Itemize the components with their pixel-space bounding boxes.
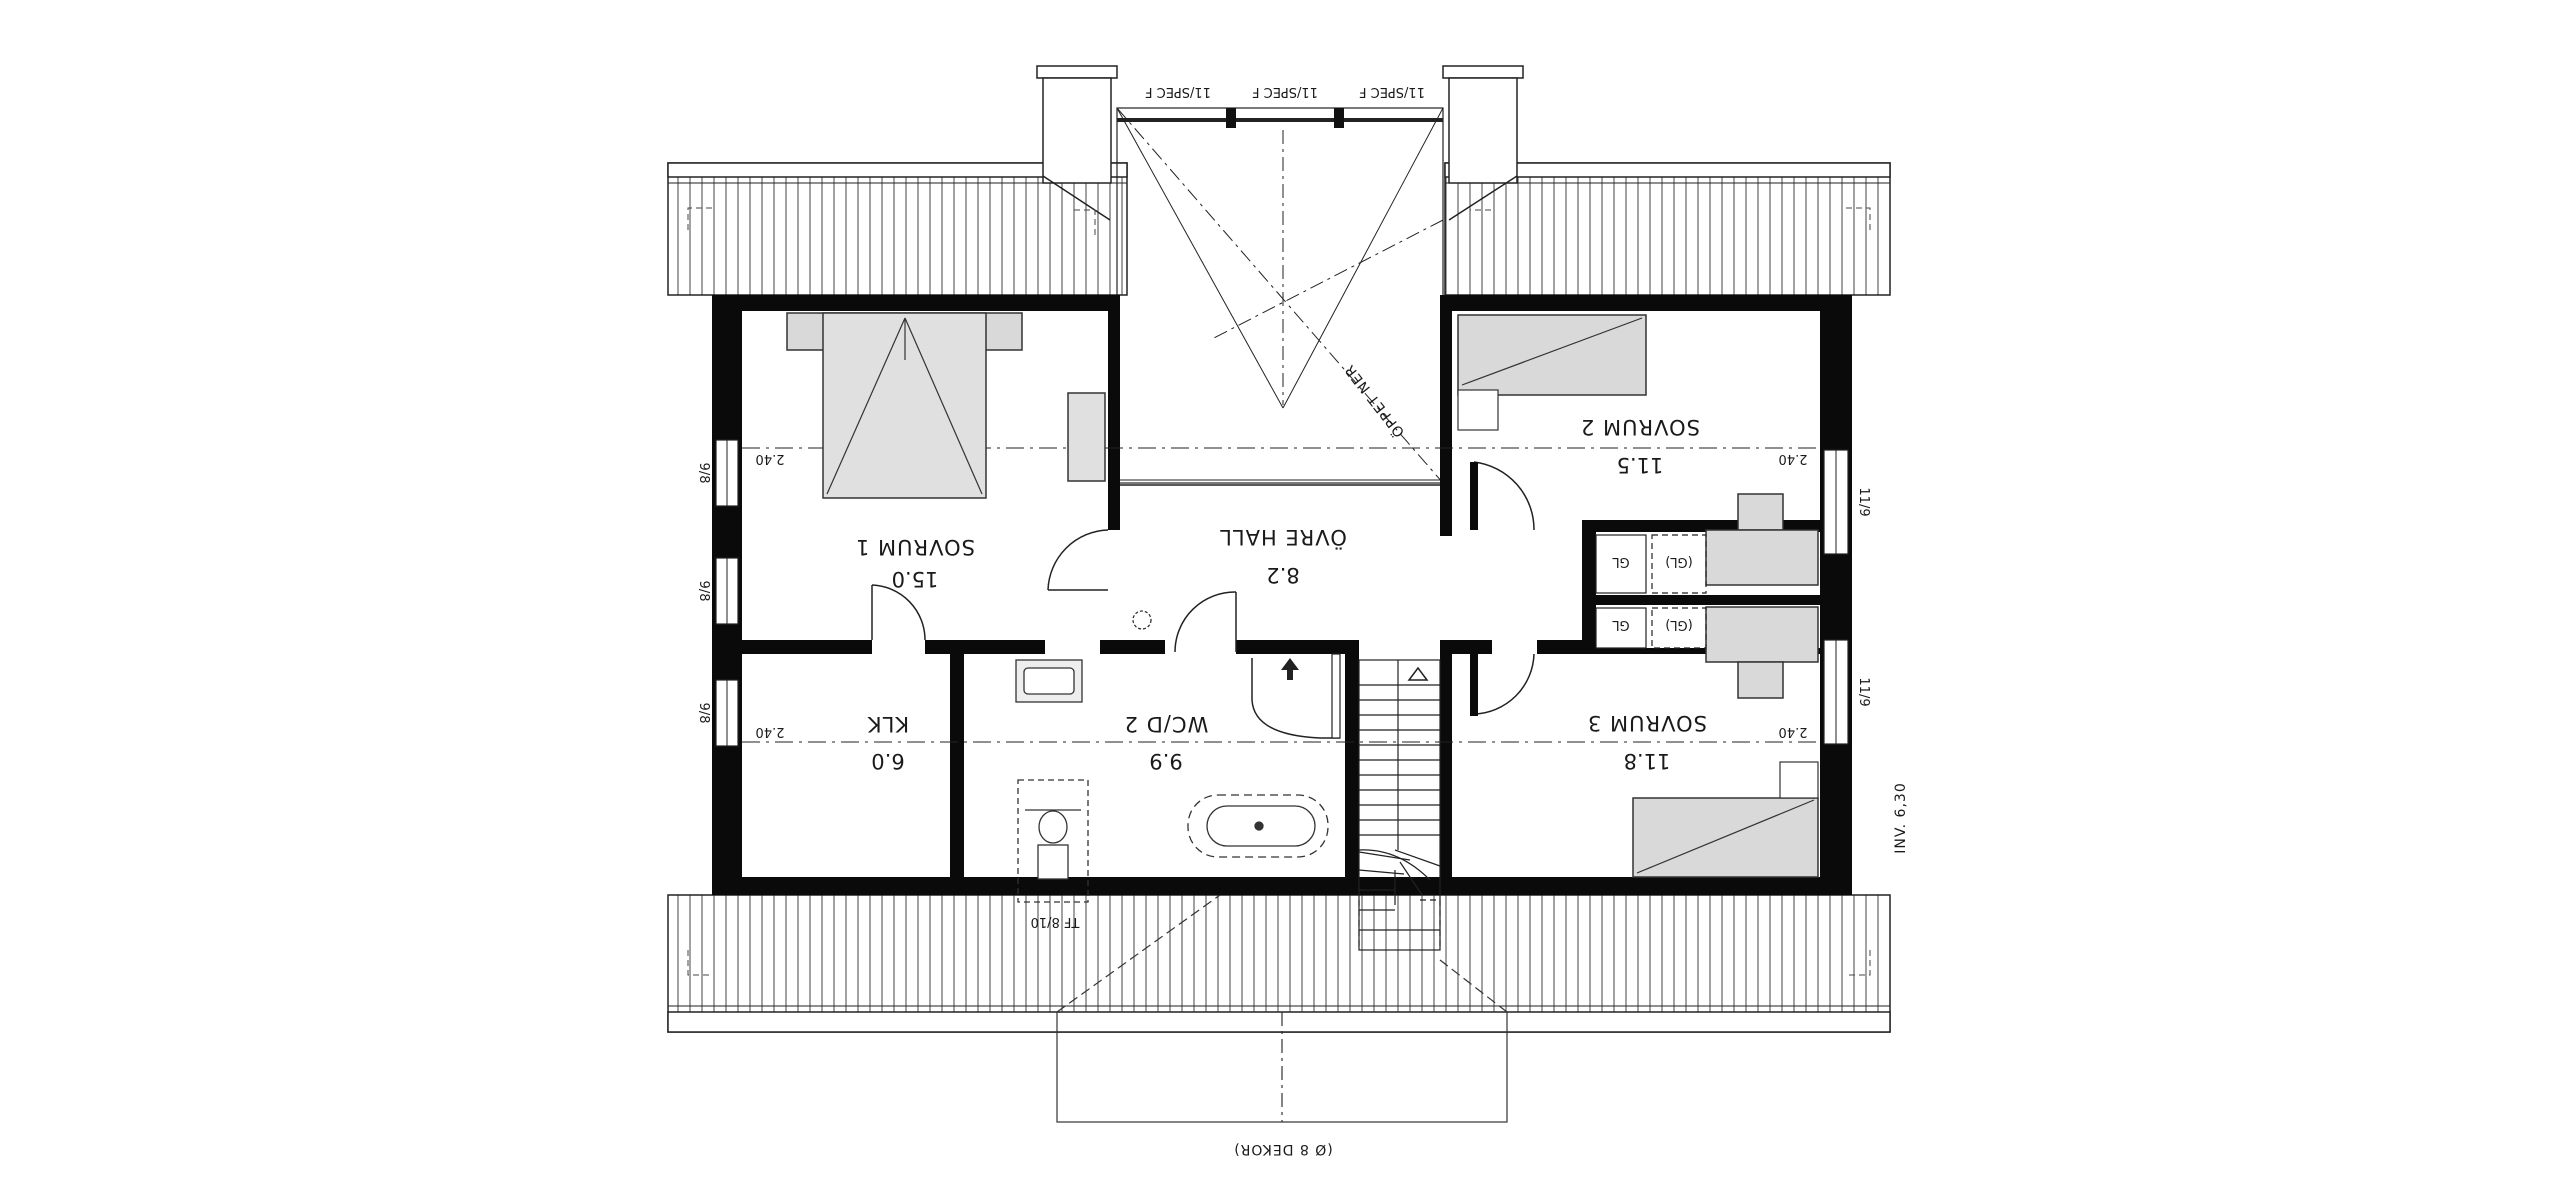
height-label-4: 2.40: [1779, 724, 1808, 739]
sink: [1015, 659, 1083, 703]
room-area-klk: 6.0: [871, 749, 904, 773]
note-inv: INV. 6,30: [1893, 782, 1909, 853]
nightstand-sovrum1: [1067, 392, 1106, 482]
room-name-sovrum3: SOVRUM 3: [1587, 711, 1707, 735]
bed-sovrum3: [1632, 761, 1819, 878]
roof-top-left: [667, 162, 1128, 296]
height-label-2: 2.40: [1779, 451, 1808, 466]
room-area-sovrum1: 15.0: [892, 567, 939, 591]
window-label-top-1: 11/SPEC F: [1145, 84, 1211, 99]
dormer-left-post: [1036, 65, 1118, 221]
bed-sovrum2: [1457, 314, 1647, 431]
note-decor: (Ø 8 DEKOR): [1233, 1141, 1333, 1157]
roof-corner-marks: [687, 207, 1871, 976]
room-name-sovrum1: SOVRUM 1: [855, 535, 975, 559]
room-name-wcd2: WC/D 2: [1124, 712, 1209, 736]
room-name-sovrum2: SOVRUM 2: [1580, 415, 1700, 439]
height-label-1: 2.40: [756, 451, 785, 466]
doors: [871, 461, 1535, 715]
decor-outline: [1056, 894, 1508, 1123]
staircase: [1358, 659, 1441, 951]
window-label-left-3: 9/8: [696, 703, 711, 724]
roof-bottom: [667, 894, 1891, 1033]
dormer-right-post: [1442, 65, 1524, 221]
room-area-sovrum3: 11.8: [1624, 749, 1671, 773]
window-label-left-2: 9/8: [696, 581, 711, 602]
window-label-top-3: 11/SPEC F: [1359, 84, 1425, 99]
toilet: [1017, 779, 1089, 903]
window-label-top-2: 11/SPEC F: [1252, 84, 1318, 99]
bathtub: [1187, 794, 1329, 858]
bed-sovrum1: [786, 312, 1023, 499]
closet-label-gl-3: GL: [1612, 617, 1630, 632]
closet-label-gl-2: (GL): [1665, 554, 1692, 569]
room-name-ovre-hall: ÖVRE HALL: [1219, 525, 1347, 550]
shower-screen: [1251, 658, 1340, 739]
window-label-left-1: 9/8: [696, 463, 711, 484]
room-area-wcd2: 9.9: [1149, 749, 1182, 773]
desk-sovrum3: [1705, 606, 1819, 699]
window-label-right-1: 11/9: [1856, 487, 1871, 516]
note-opening: ÖPPET NER: [1340, 361, 1408, 441]
floor-drain: [1132, 610, 1152, 630]
desk-sovrum2: [1705, 493, 1819, 586]
window-label-tf: TF 8/10: [1031, 914, 1081, 929]
window-label-right-2: 11/9: [1856, 677, 1871, 706]
dormer-outline: [1116, 107, 1444, 484]
closet-label-gl-4: (GL): [1665, 617, 1692, 632]
room-name-klk: KLK: [867, 712, 909, 736]
height-label-3: 2.40: [756, 724, 785, 739]
room-area-ovre-hall: 8.2: [1266, 563, 1299, 587]
closet-label-gl-1: GL: [1612, 554, 1630, 569]
closets: [1595, 534, 1707, 649]
room-area-sovrum2: 11.5: [1617, 453, 1664, 477]
stair-arrows: [1281, 658, 1429, 681]
